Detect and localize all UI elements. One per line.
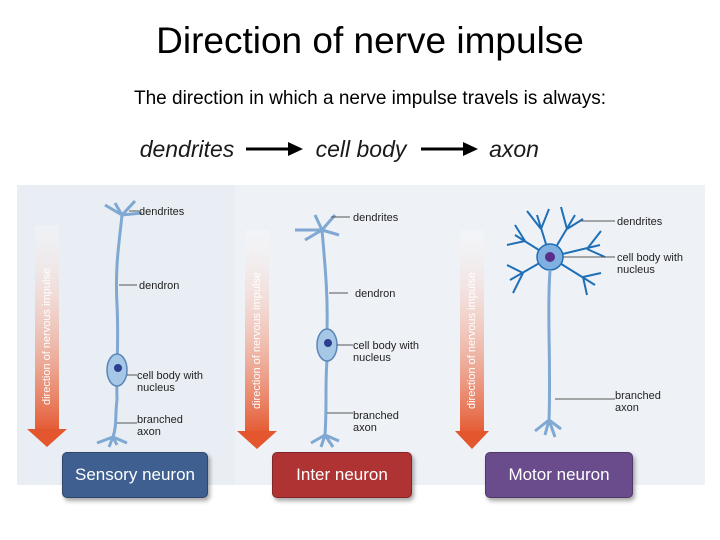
impulse-arrow-label: direction of nervous impulse [41,268,53,405]
nucleus [324,339,332,347]
impulse-arrow: direction of nervous impulse [455,230,489,449]
inter-neuron-drawing [295,214,340,448]
inter-neuron-panel: direction of nervous impulse dendrites d… [235,185,475,485]
flow-step-dendrites: dendrites [128,130,246,168]
impulse-arrow: direction of nervous impulse [237,230,277,449]
nucleus [545,252,555,262]
label-cell-body: cell body with [137,370,203,382]
label-axon: axon [137,426,161,438]
label-dendron: dendron [139,280,179,292]
motor-neuron-panel: direction of nervous impulse dendrites c… [455,185,705,485]
label-dendron: dendron [355,288,395,300]
label-branched: branched [353,410,399,422]
page-subtitle: The direction in which a nerve impulse t… [133,88,607,109]
label-dendrites: dendrites [617,216,663,228]
flow-step-cell-body: cell body [304,130,418,168]
motor-neuron-button[interactable]: Motor neuron [485,452,633,498]
label-nucleus: nucleus [137,382,175,394]
label-dendrites: dendrites [353,212,399,224]
impulse-arrow-label: direction of nervous impulse [251,272,263,409]
page-title: Direction of nerve impulse [156,20,584,61]
flow-arrow-1 [246,142,303,156]
flow-arrow-2 [421,142,478,156]
inter-neuron-button[interactable]: Inter neuron [272,452,412,498]
sensory-neuron-button[interactable]: Sensory neuron [62,452,208,498]
label-nucleus: nucleus [617,264,655,276]
label-cell-body: cell body with [353,340,419,352]
label-axon: axon [353,422,377,434]
sensory-neuron-panel: direction of nervous impulse dendrites d… [17,185,252,485]
label-branched: branched [137,414,183,426]
label-nucleus: nucleus [353,352,391,364]
impulse-arrow-label: direction of nervous impulse [466,272,478,409]
panel-background [455,185,705,485]
label-branched: branched [615,390,661,402]
nucleus [114,364,122,372]
impulse-arrow: direction of nervous impulse [27,225,67,447]
label-axon: axon [615,402,639,414]
flow-step-axon: axon [478,130,550,168]
panel-background [235,185,475,485]
motor-neuron-axon [534,269,562,438]
label-cell-body: cell body with [617,252,683,264]
label-dendrites: dendrites [139,206,185,218]
